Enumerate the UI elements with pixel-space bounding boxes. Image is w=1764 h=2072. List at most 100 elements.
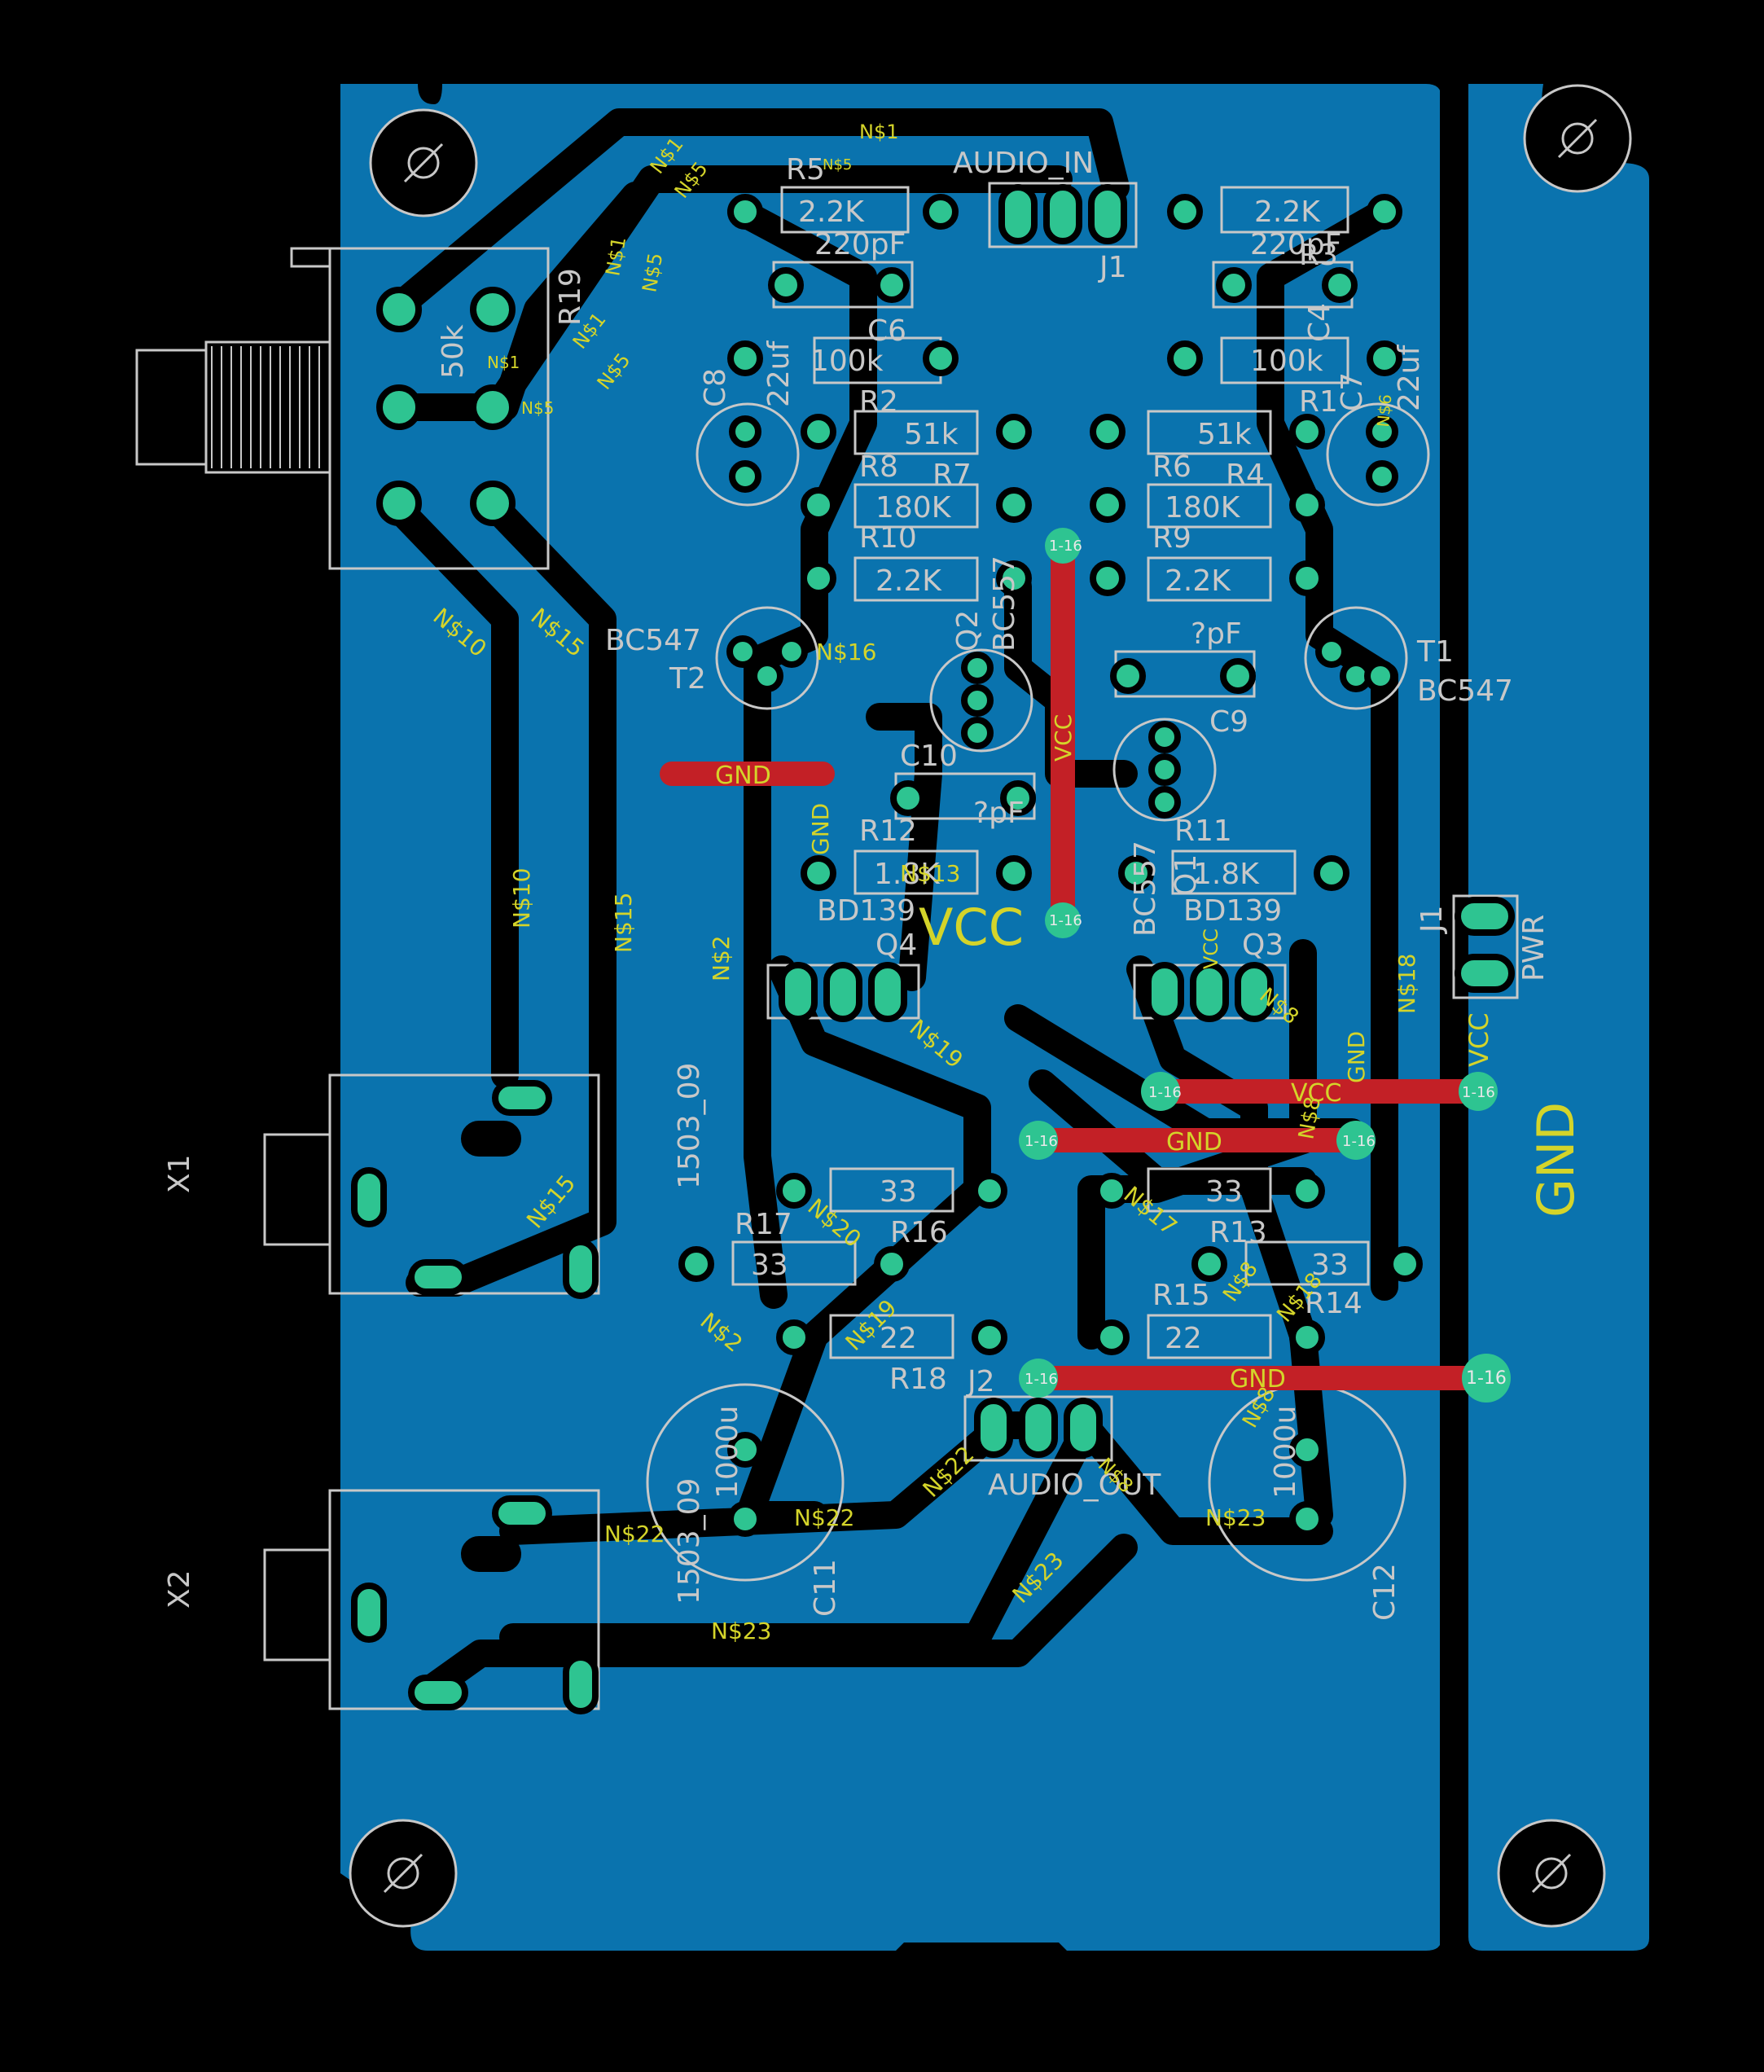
silkscreen-text: R5 2.2K AUDIO_IN J1 2.2K R3 220pF 220pF … [163,147,1551,1621]
value-r15: 22 [1165,1322,1202,1355]
value-c11: 1000u [711,1406,744,1499]
via-label: 1-16 [1462,1084,1495,1101]
ref-r13: R13 [1209,1216,1267,1249]
ref-r11: R11 [1174,814,1232,848]
value-t1: BC547 [1417,674,1513,708]
ref-j2: J2 [966,1365,995,1398]
ref-c6: C6 [867,314,906,348]
trace-gnd-label: GND [715,762,771,790]
value-r5: 2.2K [798,195,865,229]
net-label: N$6 [1373,393,1395,428]
ref-r5: R5 [786,153,825,187]
ref-r14: R14 [1305,1287,1362,1320]
ref-r9: R9 [1152,521,1191,555]
pads[interactable] [351,184,1515,1714]
ref-r12: R12 [859,814,917,848]
ref-r18: R18 [889,1363,947,1396]
vcc-big-label: VCC [919,898,1024,957]
ref-r17: R17 [735,1208,792,1241]
net-label: N$13 [900,860,960,887]
value-c8: 22uf [762,340,796,407]
value-c6: 100k [810,345,884,378]
mount-hole-icon [349,1819,458,1928]
value-c-left: 220pF [814,228,906,261]
trace-vcc-label: VCC [1291,1079,1341,1108]
ref-c9: C9 [1209,705,1248,739]
ref-c12: C12 [1368,1563,1402,1621]
pad-icon [376,384,422,430]
ref-q3: Q3 [1242,928,1284,962]
top-traces [660,533,1499,1390]
value-r18: 22 [880,1322,917,1355]
pad-icon [376,481,422,526]
ref-r15: R15 [1152,1279,1210,1312]
value-c12: 1000u [1269,1406,1302,1499]
value-r12: 1.8K [874,858,941,891]
value-r2: 51k [904,418,959,451]
value-r3: 2.2K [1254,195,1321,229]
net-label: N$1 [859,121,899,143]
net-label: N$22 [604,1521,665,1547]
net-label: N$2 [708,935,735,981]
value-r17: 33 [751,1249,788,1282]
via-label: 1-16 [1025,1371,1058,1388]
value-r1: 51k [1197,418,1252,451]
gnd-big-label: GND [1526,1102,1586,1218]
net-label: N$1 [487,353,520,372]
value-r11: 1.8K [1193,858,1260,891]
value-c4: 100k [1250,345,1323,378]
ref-audio-in: AUDIO_IN [953,147,1094,180]
ref-r7: R7 [932,459,972,492]
ref-q4: Q4 [875,928,917,962]
label-1503-b: 1503_09 [673,1478,706,1604]
ref-c4: C4 [1303,303,1336,342]
value-r7: 180K [875,491,952,525]
net-label: N$23 [711,1618,771,1644]
net-label: N$15 [610,893,637,953]
trace-gnd-label: GND [1230,1365,1286,1394]
ref-r2: R2 [859,385,898,419]
net-label: N$16 [816,639,876,665]
ref-q2: Q2 [951,610,985,652]
via-label: 1-16 [1342,1133,1376,1150]
trace-gnd-label: GND [1166,1128,1222,1157]
ref-c11: C11 [809,1559,842,1617]
pad-icon [470,384,516,430]
value-r4: 180K [1165,491,1241,525]
ref-r3: R3 [1299,239,1338,272]
value-c-right: 220pF [1250,228,1341,261]
ref-r19: R19 [554,268,587,326]
ref-r6: R6 [1152,450,1191,484]
value-r14: 33 [1311,1249,1349,1282]
via-label: 1-16 [1025,1133,1058,1150]
net-label: N$23 [1205,1504,1266,1531]
net-label: N$10 [508,868,535,928]
ref-q1: Q1 [1169,854,1203,896]
ref-r8: R8 [859,450,898,484]
net-label: VCC [1050,714,1077,762]
value-r13: 33 [1205,1175,1243,1209]
value-c10: ?pF [973,797,1025,830]
value-q4: BD139 [817,894,915,928]
mount-hole-icon [1523,84,1632,193]
value-c7: 22uf [1393,344,1426,411]
ref-t1: T1 [1416,635,1454,669]
value-c9: ?pF [1191,617,1242,651]
via-label: 1-16 [1466,1368,1507,1389]
value-r9: 2.2K [1165,564,1231,598]
via-label: 1-16 [1049,538,1082,555]
net-label: N$22 [794,1504,854,1531]
ref-j1-pwr: J1 [1415,905,1449,934]
net-label: GND [1343,1031,1370,1083]
via-label: 1-16 [1049,912,1082,929]
ref-r1: R1 [1299,385,1338,419]
value-q2: BC557 [988,555,1021,652]
vias [1019,528,1511,1403]
value-q3: BD139 [1183,894,1282,928]
ref-c7: C7 [1336,372,1369,411]
ref-t2: T2 [669,662,706,696]
trace-labels: GND VCC GND GND 1-16 1-16 1-16 1-16 1-16… [715,538,1507,1394]
net-label: N$5 [823,156,852,173]
ref-r16: R16 [890,1216,948,1249]
